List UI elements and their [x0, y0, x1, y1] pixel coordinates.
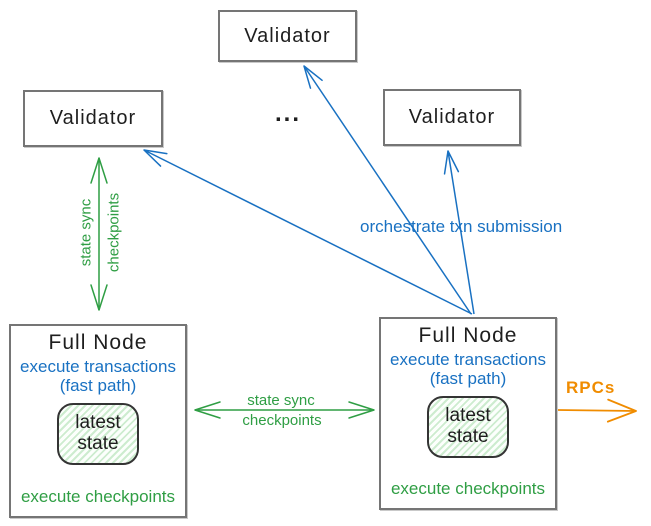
full-node-left-exec-label: execute transactions (fast path) [20, 357, 176, 395]
full-node-right-box: Full Node execute transactions (fast pat… [379, 317, 557, 510]
arrow-txn-to-right-validator [443, 150, 475, 315]
rpcs-label: RPCs [566, 378, 616, 397]
validator-top-label: Validator [244, 24, 331, 47]
validator-left-label: Validator [49, 107, 137, 129]
orchestrate-txn-submission-label: orchestrate txn submission [360, 217, 563, 236]
validator-box-top: Validator [218, 10, 357, 62]
latest-state-right-line2: state [447, 426, 489, 448]
arrow-txn-to-left-validator [143, 149, 473, 315]
validator-right-label: Validator [408, 106, 496, 128]
latest-state-left-line1: latest [75, 412, 121, 434]
arrow-rpcs [557, 398, 637, 423]
latest-state-left-line2: state [77, 433, 119, 455]
full-node-right-exec-label: execute transactions (fast path) [390, 350, 546, 388]
full-node-right-exec-line1: execute transactions [390, 350, 546, 369]
validator-box-left: Validator [23, 90, 163, 147]
full-node-right-footer: execute checkpoints [390, 479, 546, 498]
vertical-checkpoints-label: checkpoints [105, 192, 123, 273]
horizontal-checkpoints-label: checkpoints [242, 412, 322, 429]
full-node-right-title: Full Node [418, 324, 518, 347]
full-node-left-exec-line2: (fast path) [59, 376, 137, 396]
full-node-left-title: Full Node [48, 331, 148, 354]
horizontal-state-sync-label: state sync [247, 392, 315, 409]
full-node-left-footer: execute checkpoints [20, 487, 176, 506]
arrow-txn-to-top-validator [303, 65, 472, 315]
latest-state-box-left: latest state [57, 403, 139, 466]
full-node-left-exec-line1: execute transactions [20, 357, 176, 376]
latest-state-box-right: latest state [427, 396, 509, 459]
full-node-right-exec-line2: (fast path) [429, 369, 507, 389]
vertical-state-sync-label: state sync [77, 198, 95, 267]
latest-state-right-line1: latest [445, 405, 491, 427]
full-node-left-box: Full Node execute transactions (fast pat… [9, 324, 187, 518]
validator-box-right: Validator [383, 89, 521, 146]
validators-ellipsis: ... [274, 100, 301, 127]
